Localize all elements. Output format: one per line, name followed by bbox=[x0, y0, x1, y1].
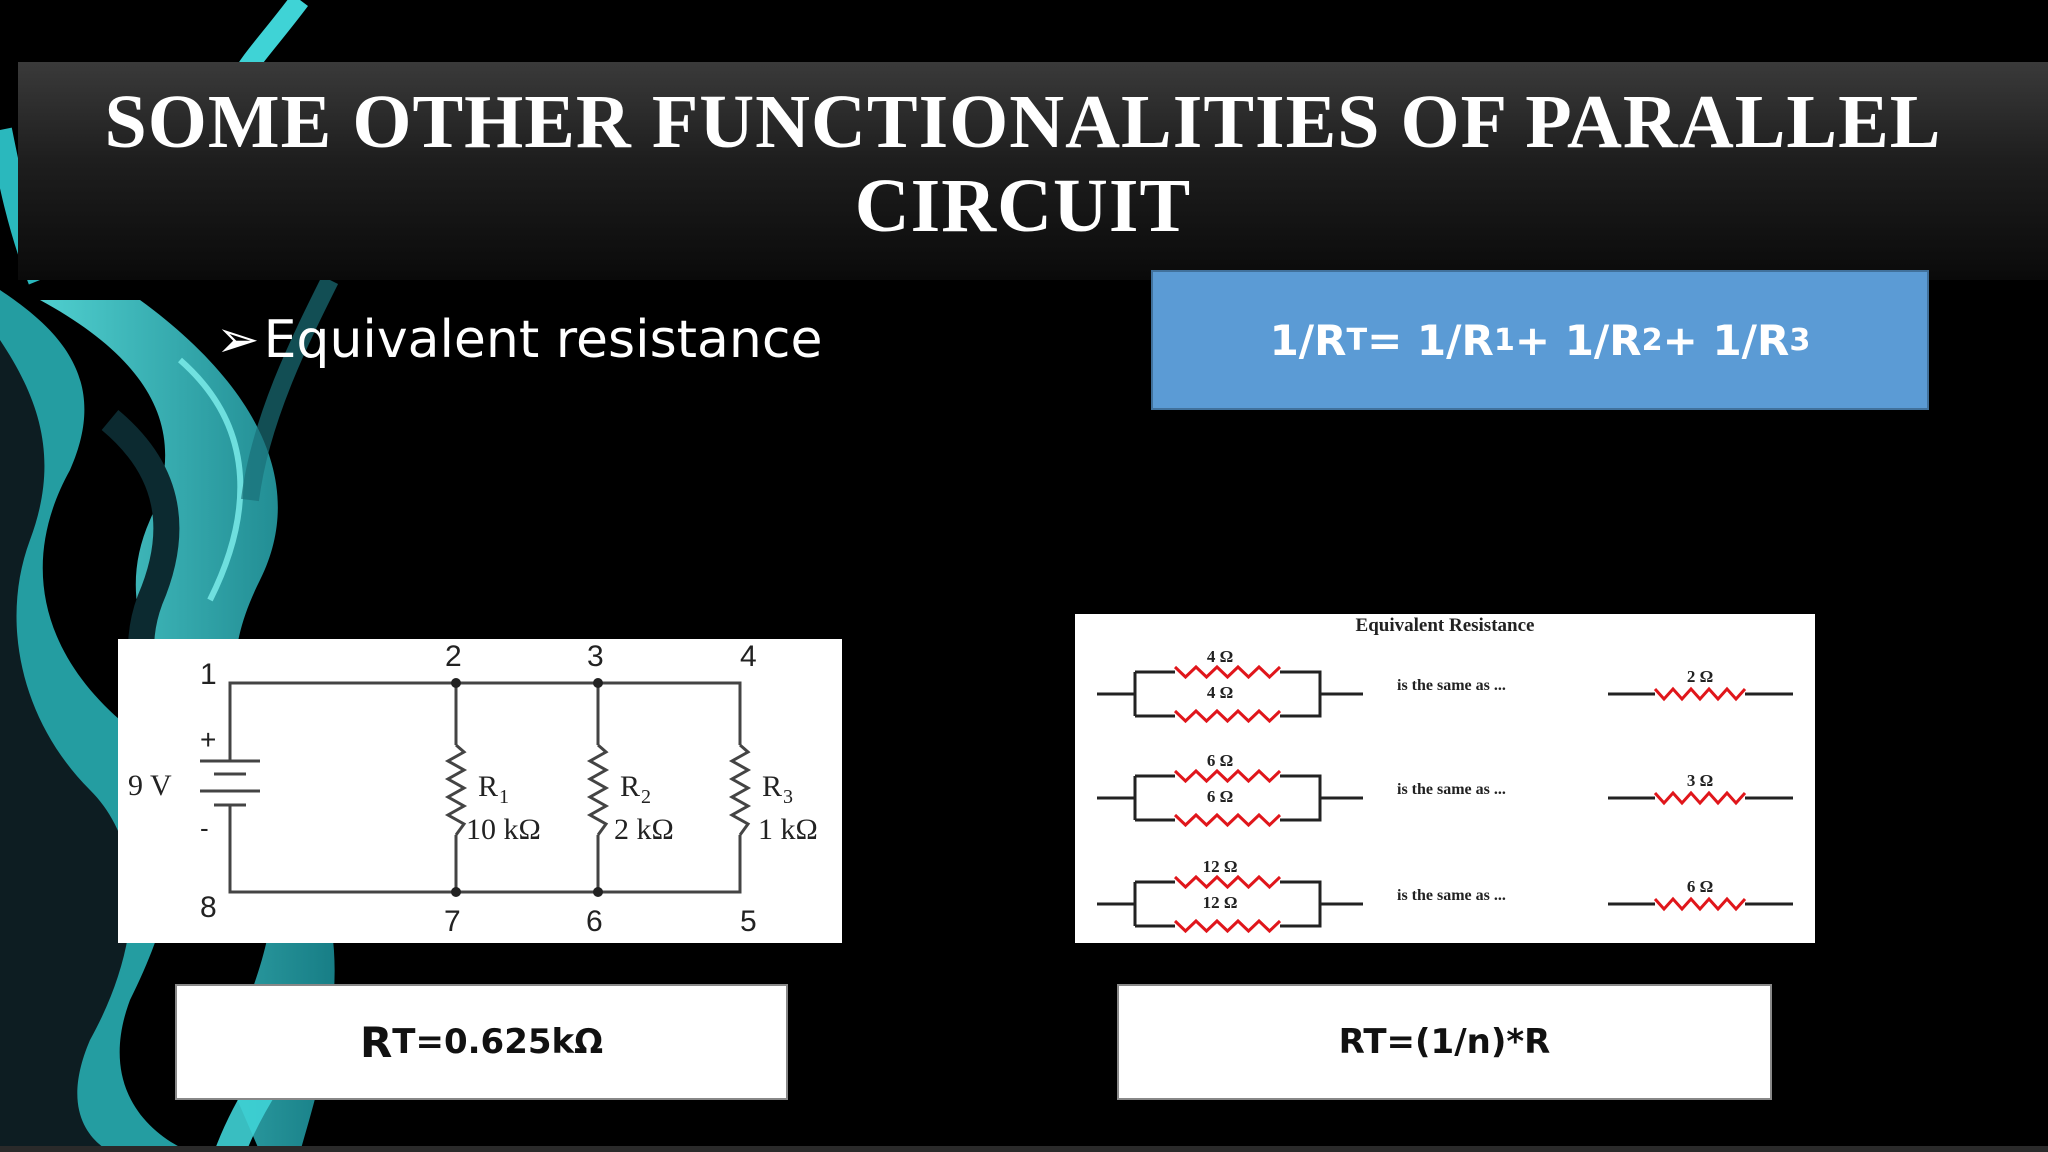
resistor-top bbox=[1173, 874, 1282, 890]
resistor-equivalent bbox=[1653, 790, 1747, 806]
resistor-bottom-value: 4 Ω bbox=[1207, 683, 1233, 702]
resistor-equivalent bbox=[1653, 686, 1747, 702]
parallel-circuit-diagram: 1 2 3 4 5 6 7 8 + - 9 V R 1 10 kΩ R 2 2 … bbox=[118, 639, 842, 943]
resistor-bottom bbox=[1173, 812, 1282, 828]
resistor-top bbox=[1173, 768, 1282, 784]
r2-value: 2 kΩ bbox=[614, 813, 674, 846]
resistor-r3-zigzag bbox=[728, 743, 752, 836]
r3-label: R bbox=[762, 770, 782, 803]
node-label: 5 bbox=[740, 905, 757, 938]
node-label: 6 bbox=[586, 905, 603, 938]
resistor-bottom-value: 12 Ω bbox=[1203, 893, 1238, 912]
r3-subscript: 3 bbox=[783, 786, 793, 808]
wire bbox=[1280, 670, 1322, 718]
node-label: 7 bbox=[444, 905, 461, 938]
figure-title: Equivalent Resistance bbox=[1356, 615, 1535, 636]
r2-subscript: 2 bbox=[641, 786, 651, 808]
same-as-text: is the same as ... bbox=[1397, 677, 1506, 694]
wire bbox=[1280, 774, 1322, 822]
equivalent-value: 6 Ω bbox=[1687, 877, 1713, 896]
arrow-bullet-icon: ➢ bbox=[216, 310, 260, 370]
resistor-top-value: 4 Ω bbox=[1207, 647, 1233, 666]
r1-subscript: 1 bbox=[499, 786, 509, 808]
resistor-r2-zigzag bbox=[586, 743, 610, 836]
node-label: 8 bbox=[200, 891, 217, 924]
resistor-top bbox=[1173, 664, 1282, 680]
resistor-equivalent bbox=[1653, 896, 1747, 912]
resistor-bottom-value: 6 Ω bbox=[1207, 787, 1233, 806]
r3-value: 1 kΩ bbox=[758, 813, 818, 846]
node-label: 4 bbox=[740, 640, 757, 673]
result-box-general-formula: RT=(1/n)*R bbox=[1117, 984, 1772, 1100]
title-band bbox=[18, 62, 2048, 280]
minus-sign: - bbox=[200, 813, 209, 843]
equivalent-value: 3 Ω bbox=[1687, 771, 1713, 790]
resistor-top-value: 6 Ω bbox=[1207, 751, 1233, 770]
node-label: 1 bbox=[200, 658, 217, 691]
bullet-text: Equivalent resistance bbox=[263, 310, 823, 370]
battery-symbol bbox=[200, 759, 260, 807]
slide-title: SOME OTHER FUNCTIONALITIES OF PARALLEL C… bbox=[104, 80, 1942, 248]
node-label: 2 bbox=[445, 640, 462, 673]
resistor-r1-zigzag bbox=[444, 743, 468, 836]
same-as-text: is the same as ... bbox=[1397, 887, 1506, 904]
equivalent-value: 2 Ω bbox=[1687, 667, 1713, 686]
resistor-bottom bbox=[1173, 708, 1282, 724]
r1-label: R bbox=[478, 770, 498, 803]
equivalent-resistance-figure: Equivalent Resistance 4 Ω 4 Ω is the same … bbox=[1075, 614, 1815, 943]
resistor-top-value: 12 Ω bbox=[1203, 857, 1238, 876]
plus-sign: + bbox=[200, 724, 216, 755]
voltage-label: 9 V bbox=[128, 769, 172, 802]
resistor-bottom bbox=[1173, 918, 1282, 934]
wire bbox=[1280, 880, 1322, 928]
same-as-text: is the same as ... bbox=[1397, 781, 1506, 798]
r1-value: 10 kΩ bbox=[466, 813, 541, 846]
r2-label: R bbox=[620, 770, 640, 803]
bullet-equivalent-resistance: ➢Equivalent resistance bbox=[216, 308, 822, 372]
node-label: 3 bbox=[587, 640, 604, 673]
